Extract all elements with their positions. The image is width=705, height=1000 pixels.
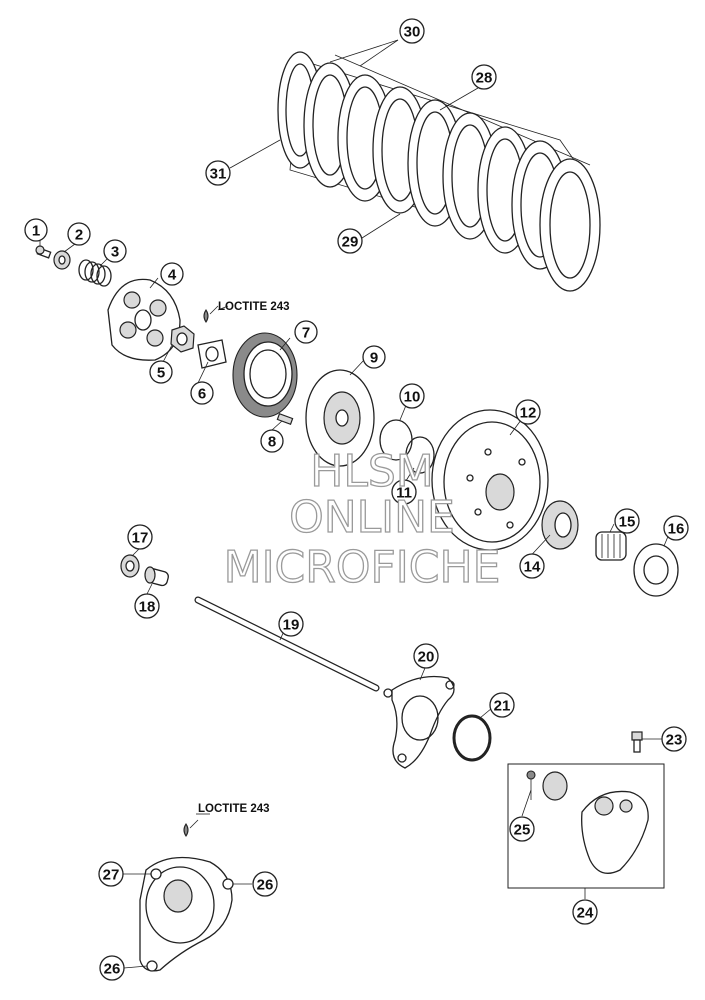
watermark: HLSM ONLINE MICROFICHE <box>223 445 501 593</box>
svg-text:3: 3 <box>111 244 119 261</box>
push-rod-part-19 <box>194 596 380 692</box>
callout-28: 28 <box>471 64 497 90</box>
callout-27: 27 <box>98 861 124 887</box>
piston-part-25 <box>526 770 568 801</box>
callout-17: 17 <box>127 524 153 550</box>
callout-9: 9 <box>362 345 386 369</box>
svg-text:31: 31 <box>210 166 227 183</box>
svg-text:11: 11 <box>396 485 412 502</box>
washer-part-2 <box>53 250 71 270</box>
svg-text:LOCTITE 243: LOCTITE 243 <box>198 803 270 815</box>
svg-text:8: 8 <box>268 434 276 451</box>
svg-text:4: 4 <box>168 267 177 284</box>
callout-26-bottom: 26 <box>99 955 125 981</box>
callout-8: 8 <box>260 429 284 453</box>
svg-text:24: 24 <box>577 905 594 922</box>
lock-washer-part-6 <box>197 339 227 369</box>
inner-hub-part-9 <box>305 369 375 467</box>
svg-text:23: 23 <box>666 732 683 749</box>
svg-text:10: 10 <box>404 389 421 406</box>
callout-7: 7 <box>294 320 318 344</box>
svg-text:14: 14 <box>524 559 541 576</box>
nut-part-5 <box>170 325 195 353</box>
seal-part-17 <box>120 554 140 578</box>
o-ring-part-21 <box>452 714 492 762</box>
callout-4: 4 <box>160 262 184 286</box>
bolt-part-23 <box>631 731 643 753</box>
svg-text:21: 21 <box>494 698 511 715</box>
callout-31: 31 <box>205 160 231 186</box>
callout-19: 19 <box>278 611 304 637</box>
clutch-cover-part-26 <box>139 856 234 972</box>
callout-16: 16 <box>663 515 689 541</box>
loctite-note-top: LOCTITE 243 <box>218 301 290 313</box>
callout-18: 18 <box>134 593 160 619</box>
svg-text:9: 9 <box>370 350 378 367</box>
svg-text:1: 1 <box>32 223 40 240</box>
svg-text:16: 16 <box>668 521 685 538</box>
callout-26-right: 26 <box>252 871 278 897</box>
pressure-plate-part-4 <box>107 278 181 361</box>
svg-text:MICROFICHE: MICROFICHE <box>224 542 501 593</box>
clutch-housing-part-12 <box>431 409 549 551</box>
callouts: 1 2 3 4 5 6 7 8 9 10 11 12 14 15 16 17 1… <box>24 18 689 981</box>
gasket-part-20 <box>383 675 455 769</box>
callout-12: 12 <box>515 399 541 425</box>
svg-text:26: 26 <box>257 877 274 894</box>
svg-text:6: 6 <box>198 386 206 403</box>
callout-30: 30 <box>399 18 425 44</box>
bolt-part-1 <box>35 245 52 259</box>
callout-15: 15 <box>614 508 640 534</box>
needle-bearing-part-15 <box>595 531 627 561</box>
svg-text:LOCTITE 243: LOCTITE 243 <box>218 301 290 313</box>
thrust-washer-part-16 <box>633 543 679 597</box>
loctite-drop-top <box>203 305 219 323</box>
callout-25: 25 <box>509 816 535 842</box>
pin-part-8 <box>276 413 294 425</box>
svg-text:5: 5 <box>157 365 165 382</box>
loctite-note-bottom: LOCTITE 243 <box>198 803 270 815</box>
loctite-drop-bottom <box>183 819 199 837</box>
callout-11: 11 <box>391 479 417 505</box>
callout-24: 24 <box>572 899 598 925</box>
svg-text:28: 28 <box>476 70 493 87</box>
callout-6: 6 <box>190 381 214 405</box>
callout-14: 14 <box>519 553 545 579</box>
clutch-plate-stack <box>277 51 601 292</box>
svg-text:25: 25 <box>514 822 531 839</box>
svg-text:29: 29 <box>342 234 359 251</box>
bushing-part-18 <box>144 566 169 587</box>
svg-text:20: 20 <box>418 649 435 666</box>
callout-20: 20 <box>413 643 439 669</box>
svg-text:HLSM: HLSM <box>310 446 434 497</box>
callout-10: 10 <box>399 383 425 409</box>
svg-text:17: 17 <box>132 530 149 547</box>
springs-part-3 <box>78 259 112 287</box>
svg-text:27: 27 <box>103 867 120 884</box>
svg-text:26: 26 <box>104 961 121 978</box>
callout-21: 21 <box>489 692 515 718</box>
callout-5: 5 <box>149 360 173 384</box>
callout-1: 1 <box>24 218 48 242</box>
clutch-basket-part-7 <box>232 332 298 418</box>
gear-part-14 <box>541 500 579 550</box>
callout-29: 29 <box>337 228 363 254</box>
svg-text:ONLINE: ONLINE <box>289 492 455 543</box>
svg-text:18: 18 <box>139 599 156 616</box>
svg-text:12: 12 <box>520 405 537 422</box>
svg-text:15: 15 <box>619 514 636 531</box>
slave-cylinder-group-24 <box>507 763 665 889</box>
svg-text:30: 30 <box>404 24 421 41</box>
svg-text:7: 7 <box>302 325 310 342</box>
callout-23: 23 <box>661 726 687 752</box>
callout-3: 3 <box>103 239 127 263</box>
washer-part-11 <box>405 436 435 474</box>
svg-text:19: 19 <box>283 617 300 634</box>
callout-2: 2 <box>67 222 91 246</box>
svg-text:2: 2 <box>75 227 83 244</box>
